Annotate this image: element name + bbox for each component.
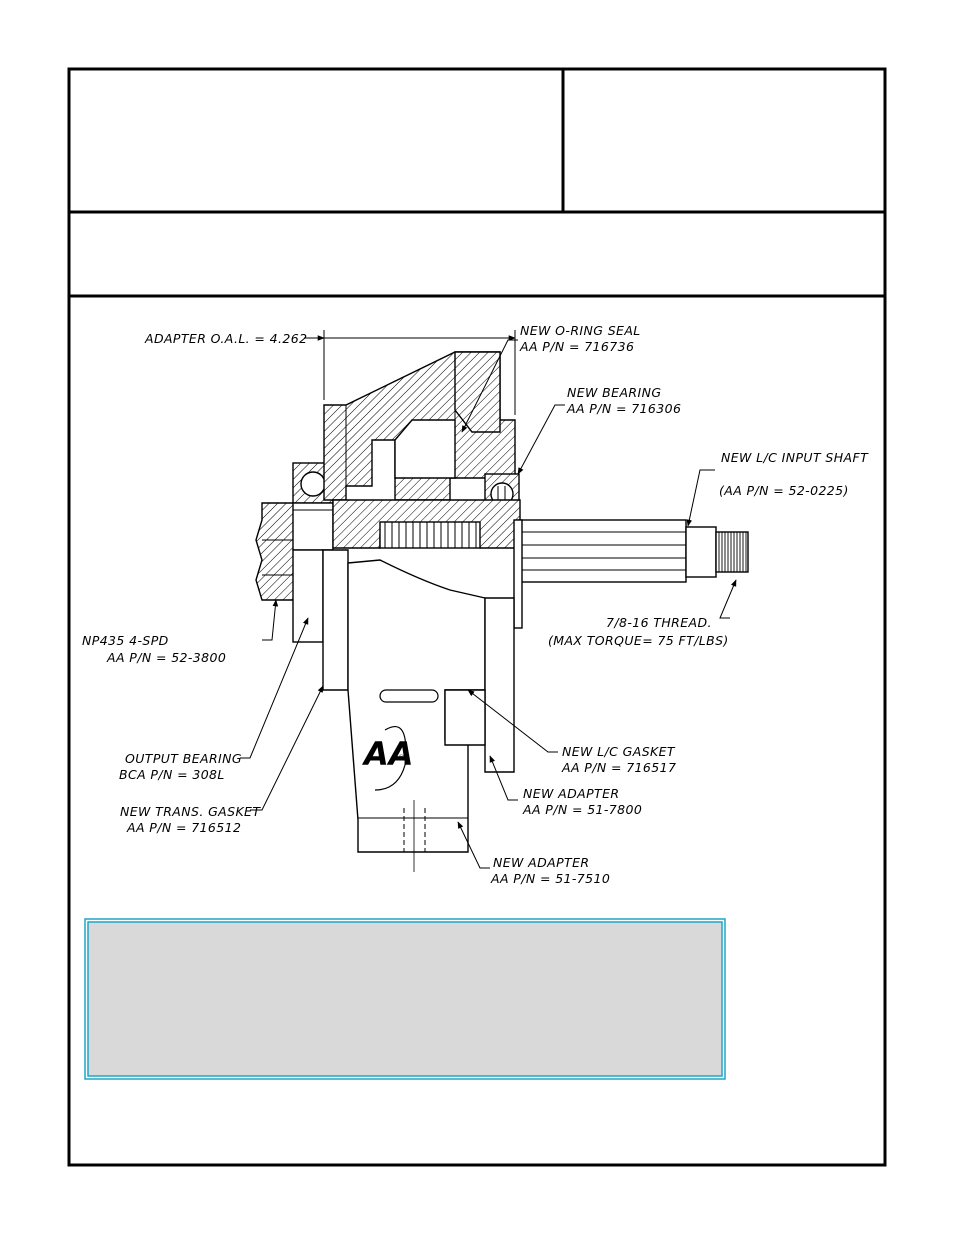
output-bearing-pn: BCA P/N = 308L bbox=[119, 767, 225, 782]
logo-letters: AA bbox=[361, 735, 414, 773]
adapter1-title: NEW ADAPTER bbox=[523, 786, 619, 801]
adapter-oal-label: ADAPTER O.A.L. = 4.262 bbox=[144, 331, 307, 346]
trans-pn: AA P/N = 52-3800 bbox=[106, 650, 226, 665]
adapter2-title: NEW ADAPTER bbox=[493, 855, 589, 870]
oring-pn: AA P/N = 716736 bbox=[519, 339, 634, 354]
cross-section-drawing: AA ® ADAPTER O.A.L. = 4.262 NEW O-RI bbox=[82, 323, 869, 886]
bearing-title: NEW BEARING bbox=[567, 385, 661, 400]
title-block bbox=[67, 67, 887, 1167]
oring-title: NEW O-RING SEAL bbox=[520, 323, 641, 338]
transmission-shaft bbox=[255, 502, 297, 601]
trans-title: NP435 4-SPD bbox=[82, 633, 169, 648]
lc-gasket-pn: AA P/N = 716517 bbox=[561, 760, 676, 775]
logo-mark: ® bbox=[398, 754, 405, 762]
leader-lines bbox=[240, 339, 737, 869]
notice-box bbox=[84, 918, 726, 1080]
bearing-pn: AA P/N = 716306 bbox=[566, 401, 681, 416]
output-bearing-title: OUTPUT BEARING bbox=[125, 751, 242, 766]
oal-dimension bbox=[304, 330, 516, 415]
aa-logo: AA ® bbox=[361, 725, 414, 791]
adapter2-pn: AA P/N = 51-7510 bbox=[490, 871, 610, 886]
callout-labels: ADAPTER O.A.L. = 4.262 NEW O-RING SEAL A… bbox=[82, 323, 869, 886]
trans-gasket-title: NEW TRANS. GASKET bbox=[120, 804, 261, 819]
thread-title: 7/8-16 THREAD. bbox=[606, 615, 712, 630]
input-shaft bbox=[513, 519, 749, 629]
thread-torque: (MAX TORQUE= 75 FT/LBS) bbox=[548, 633, 729, 648]
coupling bbox=[332, 499, 521, 549]
shaft-thread bbox=[715, 531, 749, 573]
lc-gasket-title: NEW L/C GASKET bbox=[562, 744, 676, 759]
upper-housing bbox=[323, 351, 516, 501]
trans-gasket-pn: AA P/N = 716512 bbox=[126, 820, 241, 835]
input-shaft-pn: (AA P/N = 52-0225) bbox=[719, 483, 849, 498]
adapter-plate bbox=[322, 549, 515, 872]
input-shaft-title: NEW L/C INPUT SHAFT bbox=[721, 450, 869, 465]
adapter1-pn: AA P/N = 51-7800 bbox=[522, 802, 642, 817]
